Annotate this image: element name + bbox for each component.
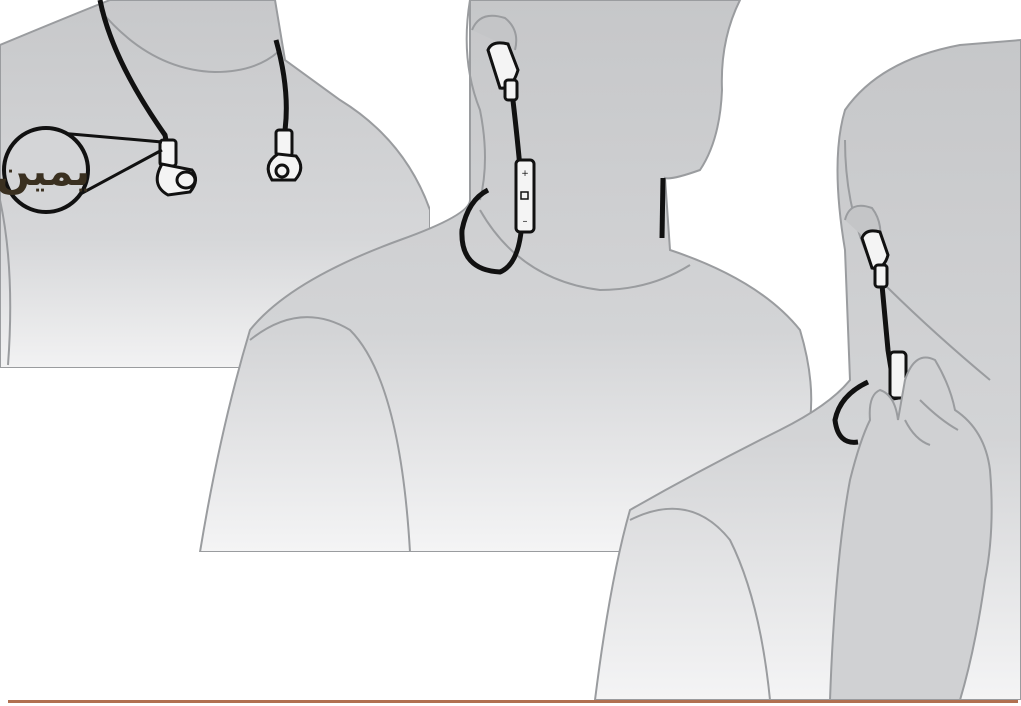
svg-text:+: + [521, 169, 529, 179]
panel-2-remote: + – [516, 160, 534, 232]
panel-2-cable-back [662, 178, 663, 238]
svg-text:–: – [523, 216, 528, 227]
bottom-divider [8, 700, 1018, 703]
callout-label-right: يمين [2, 142, 90, 202]
